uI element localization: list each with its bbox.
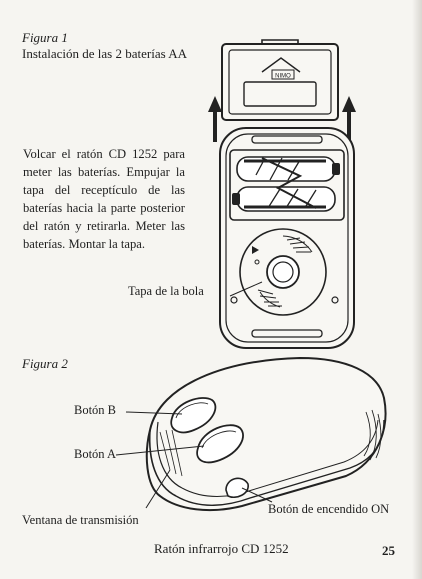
callout-transmission-window: Ventana de transmisión — [22, 513, 139, 527]
button-a[interactable] — [196, 424, 244, 464]
callout-button-b: Botón B — [74, 403, 117, 417]
callout-ball-cover: Tapa de la bola — [128, 284, 204, 298]
footer-title: Ratón infrarrojo CD 1252 — [154, 541, 289, 556]
callout-button-a: Botón A — [74, 447, 117, 461]
figure-1-caption: Instalación de las 2 baterías AA — [22, 46, 187, 61]
window-leader — [145, 469, 171, 509]
page-edge-shadow — [412, 0, 422, 579]
figure-2-label: Figura 2 — [22, 356, 68, 371]
figure-1-label: Figura 1 — [22, 30, 68, 45]
power-button[interactable] — [225, 477, 249, 499]
mouse-top-view — [145, 356, 387, 512]
ball-cover-leader — [229, 281, 263, 297]
lift-arrows — [208, 96, 356, 142]
button-b[interactable] — [170, 397, 217, 434]
lid-logo-text: NIMO — [275, 74, 291, 80]
power-leader — [241, 487, 273, 503]
callout-power-button: Botón de encendido ON — [268, 502, 390, 516]
ball-cover — [239, 228, 327, 316]
mouse-underside — [219, 127, 355, 349]
battery-lid — [221, 39, 339, 121]
page-number: 25 — [382, 543, 395, 558]
figure-1-instructions: Volcar el ratón CD 1252 para meter las b… — [23, 147, 185, 251]
button-a-leader — [115, 445, 205, 456]
button-b-leader — [125, 411, 183, 415]
